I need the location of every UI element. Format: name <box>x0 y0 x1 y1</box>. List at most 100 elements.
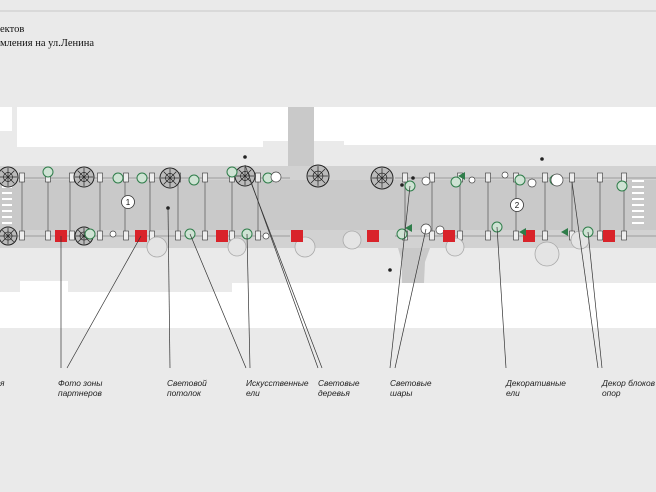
pole-block <box>123 230 129 241</box>
pole-block <box>255 230 261 241</box>
section-marker-1: 1 <box>121 195 135 209</box>
leader-line <box>249 179 323 369</box>
pole-block <box>597 172 603 183</box>
leader-line <box>66 235 142 369</box>
light-tree <box>0 226 18 246</box>
light-ball <box>109 230 117 238</box>
pole-block <box>202 230 208 241</box>
pole-block <box>542 230 548 241</box>
light-tree <box>370 166 394 190</box>
faded-tree <box>227 237 247 257</box>
building <box>344 107 656 145</box>
light-tree <box>306 164 330 188</box>
light-ball <box>527 178 537 188</box>
faded-tree <box>146 236 168 258</box>
pole-block <box>485 172 491 183</box>
light-ball <box>501 171 509 179</box>
pole-block <box>45 230 51 241</box>
pole-block <box>429 230 435 241</box>
legend-edge: я <box>0 378 5 388</box>
pole-block <box>402 172 408 183</box>
pole-block <box>513 230 519 241</box>
building <box>232 283 656 328</box>
dot <box>388 268 392 272</box>
pole-block <box>255 172 261 183</box>
photo-zone <box>603 230 615 242</box>
pole-block <box>202 172 208 183</box>
fir <box>226 166 238 178</box>
section-marker-2: 2 <box>510 198 524 212</box>
light-tree <box>159 167 181 189</box>
pole-block <box>69 230 75 241</box>
leader-line <box>189 233 247 369</box>
fir <box>396 228 408 240</box>
photo-zone <box>367 230 379 242</box>
crosswalk-right <box>632 180 644 224</box>
photo-zone <box>443 230 455 242</box>
title-line-2: мления на ул.Ленина <box>0 38 95 49</box>
title-line-1: ектов <box>0 24 25 35</box>
pole-block <box>542 172 548 183</box>
building <box>0 292 232 328</box>
dot <box>243 155 247 159</box>
fir <box>112 172 124 184</box>
building <box>17 107 263 147</box>
photo-zone <box>291 230 303 242</box>
fir <box>450 176 462 188</box>
leader-line <box>496 226 507 369</box>
light-ball <box>421 176 431 186</box>
leader-line <box>394 228 427 369</box>
light-ball <box>435 225 445 235</box>
leader-line <box>167 207 171 369</box>
cross-street-north <box>288 107 314 169</box>
pole-block <box>149 172 155 183</box>
pole-block <box>621 230 627 241</box>
section-label-2: 2 <box>515 201 520 210</box>
leader-line <box>246 233 251 369</box>
pole-block <box>485 230 491 241</box>
light-tree <box>0 166 19 188</box>
light-ball <box>550 173 564 187</box>
leader-line <box>571 181 599 369</box>
fir <box>616 180 628 192</box>
faded-tree <box>342 230 362 250</box>
pole-block <box>597 230 603 241</box>
light-tree <box>73 166 95 188</box>
dot <box>400 183 404 187</box>
pole-block <box>97 230 103 241</box>
pole-block <box>19 172 25 183</box>
dot <box>540 157 544 161</box>
faded-tree <box>534 241 560 267</box>
pole-block <box>19 230 25 241</box>
pole-block <box>123 172 129 183</box>
light-ball <box>270 171 282 183</box>
leader-line <box>389 185 411 369</box>
building <box>0 107 12 131</box>
fir <box>188 174 200 186</box>
decor-fir-marker <box>458 172 465 180</box>
building <box>20 281 68 293</box>
building <box>263 107 288 141</box>
pole-block <box>97 172 103 183</box>
fir <box>42 166 54 178</box>
light-tree <box>234 165 256 187</box>
light-ball <box>468 176 476 184</box>
decor-fir-marker <box>405 224 412 232</box>
section-label-1: 1 <box>126 198 131 207</box>
fir <box>514 174 526 186</box>
dot <box>411 176 415 180</box>
leader-line <box>587 231 603 369</box>
building <box>314 107 344 141</box>
cross-street-south <box>398 248 430 283</box>
pole-block <box>429 172 435 183</box>
pole-block <box>569 172 575 183</box>
